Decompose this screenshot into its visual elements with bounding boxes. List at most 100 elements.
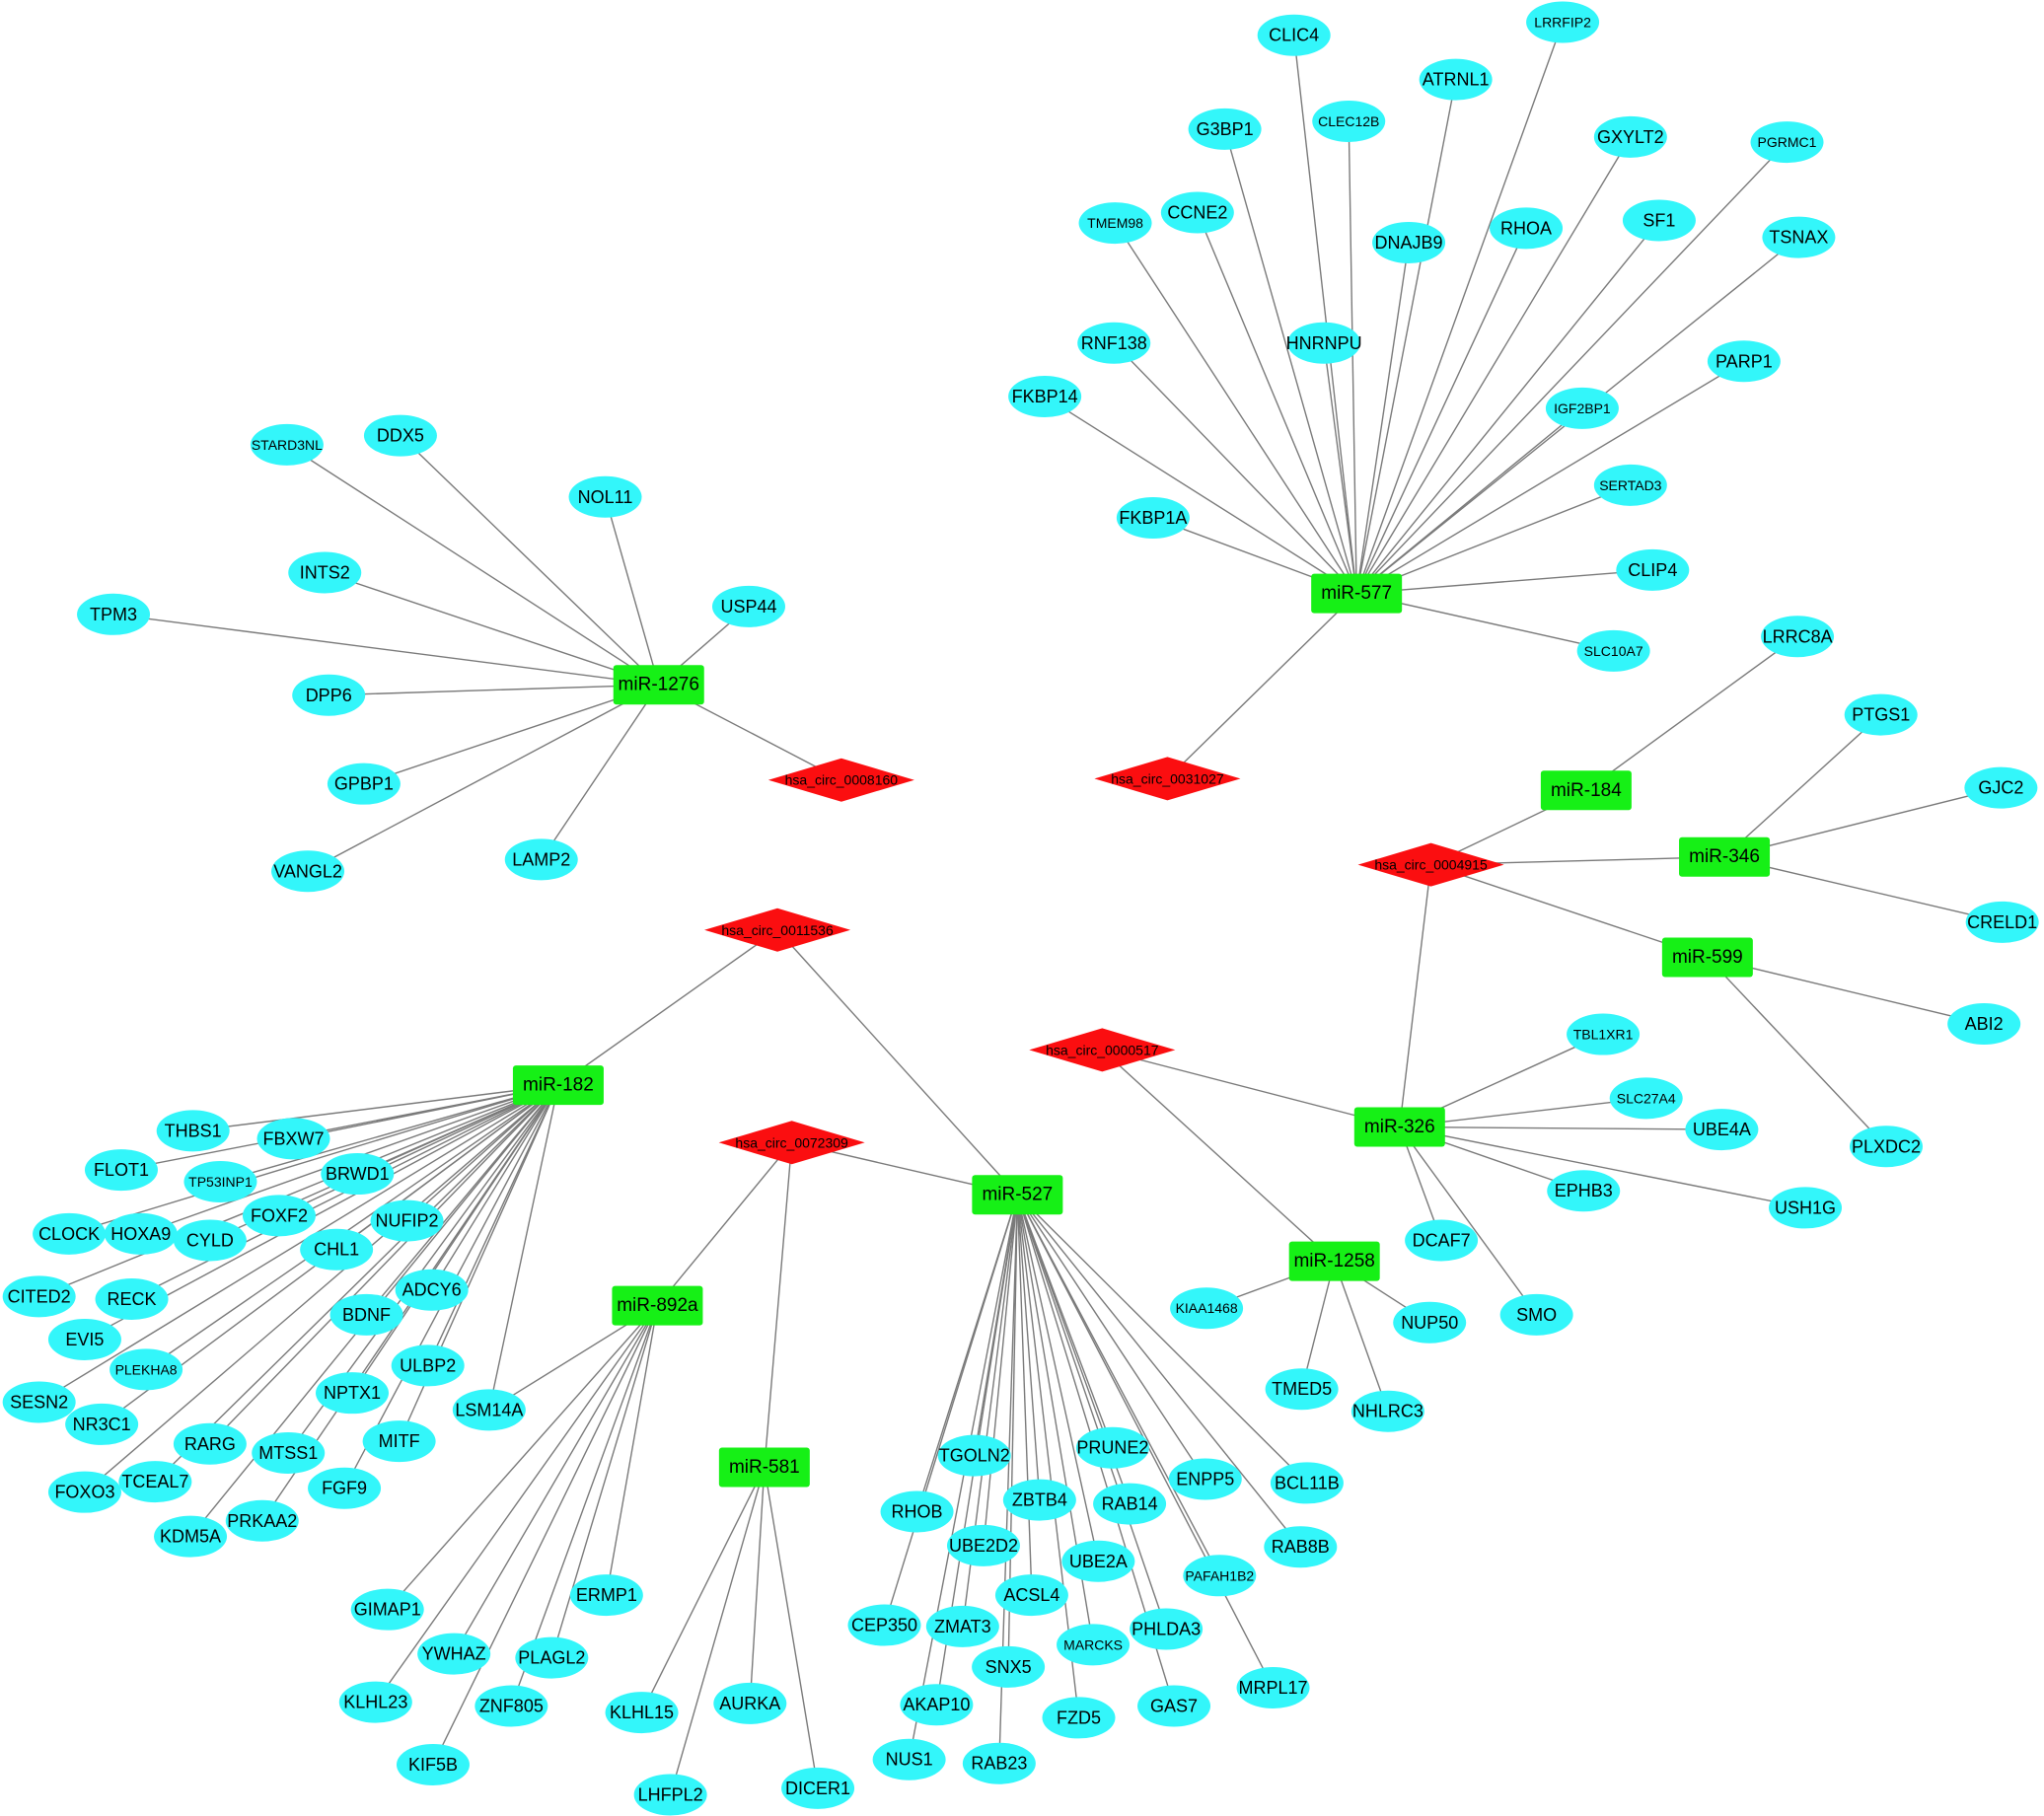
gene-node-rab14[interactable]: RAB14 [1093,1483,1167,1525]
gene-node-gimap1[interactable]: GIMAP1 [350,1588,424,1631]
gene-node-foxo3[interactable]: FOXO3 [47,1471,121,1513]
gene-node-enpp5[interactable]: ENPP5 [1168,1458,1242,1500]
gene-node-adcy6[interactable]: ADCY6 [395,1269,469,1311]
gene-node-mitf[interactable]: MITF [362,1420,436,1463]
gene-node-cyld[interactable]: CYLD [173,1219,247,1262]
gene-node-hoxa9[interactable]: HOXA9 [104,1212,178,1255]
gene-node-akap10[interactable]: AKAP10 [900,1684,974,1726]
gene-node-bdnf[interactable]: BDNF [329,1293,403,1336]
gene-node-ube2a[interactable]: UBE2A [1061,1540,1135,1582]
gene-node-usp44[interactable]: USP44 [711,585,785,627]
gene-node-parp1[interactable]: PARP1 [1707,340,1781,383]
gene-node-phlda3[interactable]: PHLDA3 [1130,1608,1204,1650]
gene-node-ush1g[interactable]: USH1G [1769,1187,1843,1229]
gene-node-lsm14a[interactable]: LSM14A [452,1389,526,1431]
gene-node-aurka[interactable]: AURKA [713,1682,787,1724]
gene-node-evi5[interactable]: EVI5 [47,1318,121,1360]
mirna-node-mir-599[interactable]: miR-599 [1661,937,1753,978]
gene-node-clec12b[interactable]: CLEC12B [1312,100,1386,142]
gene-node-igf2bp1[interactable]: IGF2BP1 [1545,387,1619,429]
gene-node-clic4[interactable]: CLIC4 [1257,14,1331,56]
gene-node-rab8b[interactable]: RAB8B [1264,1526,1338,1568]
gene-node-ube4a[interactable]: UBE4A [1685,1109,1759,1151]
gene-node-flot1[interactable]: FLOT1 [84,1149,158,1192]
gene-node-tbl1xr1[interactable]: TBL1XR1 [1567,1013,1641,1055]
gene-node-g3bp1[interactable]: G3BP1 [1188,108,1262,150]
circrna-node-hsa-circ-0011536[interactable]: hsa_circ_0011536 [704,908,851,952]
gene-node-fkbp14[interactable]: FKBP14 [1008,375,1082,417]
gene-node-slc10a7[interactable]: SLC10A7 [1576,629,1650,672]
gene-node-tp53inp1[interactable]: TP53INP1 [183,1160,257,1202]
circrna-node-hsa-circ-0008160[interactable]: hsa_circ_0008160 [767,758,914,802]
gene-node-chl1[interactable]: CHL1 [300,1228,374,1271]
mirna-node-mir-892a[interactable]: miR-892a [612,1285,703,1326]
gene-node-ints2[interactable]: INTS2 [288,551,362,594]
gene-node-lrrfip2[interactable]: LRRFIP2 [1526,1,1600,43]
gene-node-plxdc2[interactable]: PLXDC2 [1850,1126,1924,1168]
gene-node-ccne2[interactable]: CCNE2 [1160,191,1234,234]
gene-node-cep350[interactable]: CEP350 [847,1604,921,1646]
gene-node-nup50[interactable]: NUP50 [1393,1301,1467,1344]
gene-node-tmem98[interactable]: TMEM98 [1078,202,1152,245]
gene-node-nol11[interactable]: NOL11 [568,475,642,518]
gene-node-ptgs1[interactable]: PTGS1 [1844,693,1918,736]
gene-node-tmed5[interactable]: TMED5 [1265,1368,1339,1411]
gene-node-mrpl17[interactable]: MRPL17 [1236,1667,1310,1709]
gene-node-thbs1[interactable]: THBS1 [156,1110,230,1152]
gene-node-gpbp1[interactable]: GPBP1 [327,763,401,805]
gene-node-ywhaz[interactable]: YWHAZ [417,1633,491,1675]
gene-node-fgf9[interactable]: FGF9 [308,1467,382,1509]
mirna-node-mir-346[interactable]: miR-346 [1679,836,1771,877]
gene-node-kdm5a[interactable]: KDM5A [154,1515,228,1558]
mirna-node-mir-1276[interactable]: miR-1276 [613,665,704,705]
gene-node-dicer1[interactable]: DICER1 [781,1767,855,1809]
gene-node-gjc2[interactable]: GJC2 [1964,766,2038,809]
gene-node-plekha8[interactable]: PLEKHA8 [110,1348,183,1391]
circrna-node-hsa-circ-0004915[interactable]: hsa_circ_0004915 [1357,842,1504,887]
gene-node-rhoa[interactable]: RHOA [1490,207,1564,250]
gene-node-prkaa2[interactable]: PRKAA2 [225,1499,299,1542]
gene-node-pafah1b2[interactable]: PAFAH1B2 [1183,1555,1257,1597]
gene-node-ephb3[interactable]: EPHB3 [1547,1170,1621,1212]
mirna-node-mir-326[interactable]: miR-326 [1353,1107,1445,1147]
gene-node-smo[interactable]: SMO [1499,1293,1573,1336]
gene-node-nus1[interactable]: NUS1 [872,1738,946,1780]
gene-node-zmat3[interactable]: ZMAT3 [925,1605,999,1647]
gene-node-tgoln2[interactable]: TGOLN2 [937,1434,1011,1477]
gene-node-stard3nl[interactable]: STARD3NL [250,423,324,466]
gene-node-ddx5[interactable]: DDX5 [363,414,437,457]
gene-node-ube2d2[interactable]: UBE2D2 [946,1524,1020,1566]
gene-node-rhob[interactable]: RHOB [880,1490,954,1533]
gene-node-dcaf7[interactable]: DCAF7 [1405,1219,1479,1262]
mirna-node-mir-184[interactable]: miR-184 [1540,770,1632,811]
gene-node-lhfpl2[interactable]: LHFPL2 [633,1774,707,1816]
gene-node-hnrnpu[interactable]: HNRNPU [1286,322,1362,364]
gene-node-clock[interactable]: CLOCK [33,1212,107,1255]
gene-node-snx5[interactable]: SNX5 [972,1645,1046,1688]
mirna-node-mir-577[interactable]: miR-577 [1311,573,1403,614]
gene-node-kif5b[interactable]: KIF5B [396,1744,470,1786]
gene-node-ermp1[interactable]: ERMP1 [569,1574,643,1617]
gene-node-sesn2[interactable]: SESN2 [2,1381,76,1423]
gene-node-brwd1[interactable]: BRWD1 [321,1153,395,1196]
gene-node-slc27a4[interactable]: SLC27A4 [1609,1077,1683,1120]
mirna-node-mir-1258[interactable]: miR-1258 [1288,1241,1380,1281]
mirna-node-mir-182[interactable]: miR-182 [512,1065,604,1106]
gene-node-nr3c1[interactable]: NR3C1 [65,1403,139,1445]
gene-node-acsl4[interactable]: ACSL4 [994,1574,1068,1617]
gene-node-bcl11b[interactable]: BCL11B [1270,1462,1344,1504]
gene-node-zbtb4[interactable]: ZBTB4 [1002,1479,1076,1521]
gene-node-pgrmc1[interactable]: PGRMC1 [1750,121,1824,164]
circrna-node-hsa-circ-0072309[interactable]: hsa_circ_0072309 [718,1121,865,1165]
gene-node-nhlrc3[interactable]: NHLRC3 [1350,1390,1424,1432]
gene-node-fkbp1a[interactable]: FKBP1A [1116,496,1190,539]
gene-node-dnajb9[interactable]: DNAJB9 [1372,221,1446,263]
gene-node-gxylt2[interactable]: GXYLT2 [1593,115,1667,158]
gene-node-atrnl1[interactable]: ATRNL1 [1419,58,1493,101]
gene-node-abi2[interactable]: ABI2 [1947,1002,2021,1045]
gene-node-fzd5[interactable]: FZD5 [1042,1697,1116,1739]
gene-node-klhl23[interactable]: KLHL23 [338,1681,412,1723]
gene-node-lamp2[interactable]: LAMP2 [504,838,578,881]
gene-node-rab23[interactable]: RAB23 [962,1742,1036,1784]
gene-node-prune2[interactable]: PRUNE2 [1075,1426,1149,1469]
